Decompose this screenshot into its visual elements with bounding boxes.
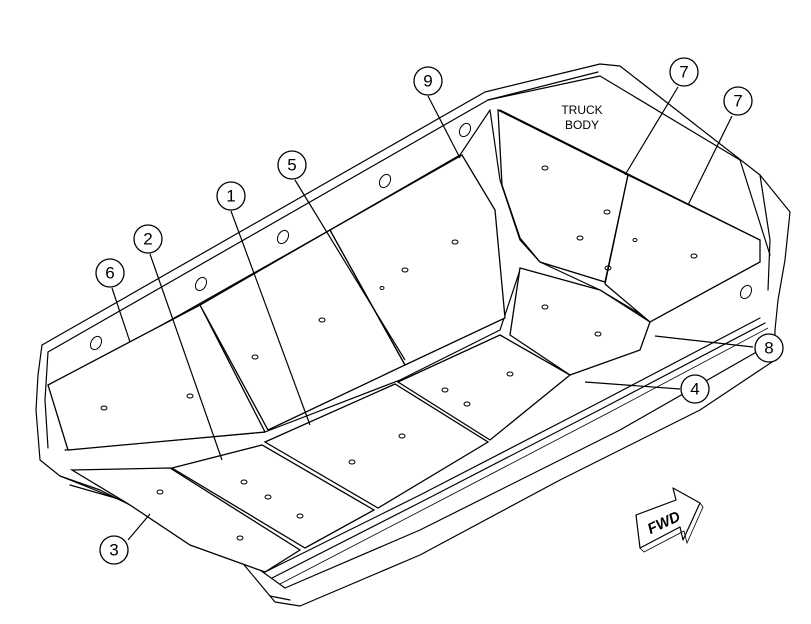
svg-text:7: 7 (733, 92, 742, 111)
svg-text:9: 9 (423, 72, 432, 91)
callout-7a: 7 (669, 57, 699, 87)
svg-text:1: 1 (226, 187, 235, 206)
callout-3: 3 (99, 535, 129, 565)
svg-text:6: 6 (105, 264, 114, 283)
floor-liner-8 (509, 267, 651, 376)
fwd-label: FWD (645, 508, 683, 538)
left-wall-liners (47, 154, 506, 451)
truck-body-label-line1: TRUCK (561, 103, 602, 117)
callout-9: 9 (413, 66, 443, 96)
leader-4 (584, 381, 681, 390)
svg-text:4: 4 (690, 380, 699, 399)
svg-text:2: 2 (143, 230, 152, 249)
leader-6 (111, 287, 131, 343)
forward-direction-arrow: FWD (635, 487, 704, 553)
floor-liner-1 (263, 383, 490, 509)
floor-liner-2 (170, 444, 376, 549)
truck-body-label-line2: BODY (565, 118, 599, 132)
svg-text:5: 5 (287, 156, 296, 175)
front-liner-right (604, 174, 761, 323)
callout-5: 5 (277, 150, 307, 180)
side-rail-strip (264, 317, 769, 585)
floor-liner-5 (396, 334, 572, 441)
front-wall-liners (497, 108, 761, 323)
wall-liner-6 (47, 304, 267, 451)
leader-9 (427, 95, 461, 159)
callout-2: 2 (133, 224, 163, 254)
wall-liner-9 (329, 154, 506, 366)
front-liner-upper (497, 108, 629, 283)
svg-text:7: 7 (679, 63, 688, 82)
leader-7a (624, 86, 679, 176)
leader-3 (127, 513, 151, 541)
leader-5 (294, 179, 406, 361)
leader-lines (111, 86, 754, 541)
callout-1: 1 (216, 181, 246, 211)
left-wall-mounting-holes (89, 122, 753, 351)
floor-liners (69, 267, 651, 573)
callout-6: 6 (95, 258, 125, 288)
callout-4: 4 (680, 374, 710, 404)
leader-1 (230, 210, 311, 426)
truck-body-label: TRUCK BODY (561, 103, 602, 132)
callout-8: 8 (754, 333, 784, 363)
leader-7b (687, 115, 733, 206)
svg-text:8: 8 (764, 339, 773, 358)
liner-bolt-holes (100, 165, 698, 541)
callout-7b: 7 (723, 86, 753, 116)
leader-8 (654, 335, 754, 348)
svg-text:3: 3 (109, 541, 118, 560)
leader-2 (149, 253, 223, 461)
callouts: 1 2 3 4 5 6 7 7 8 9 (95, 57, 784, 565)
